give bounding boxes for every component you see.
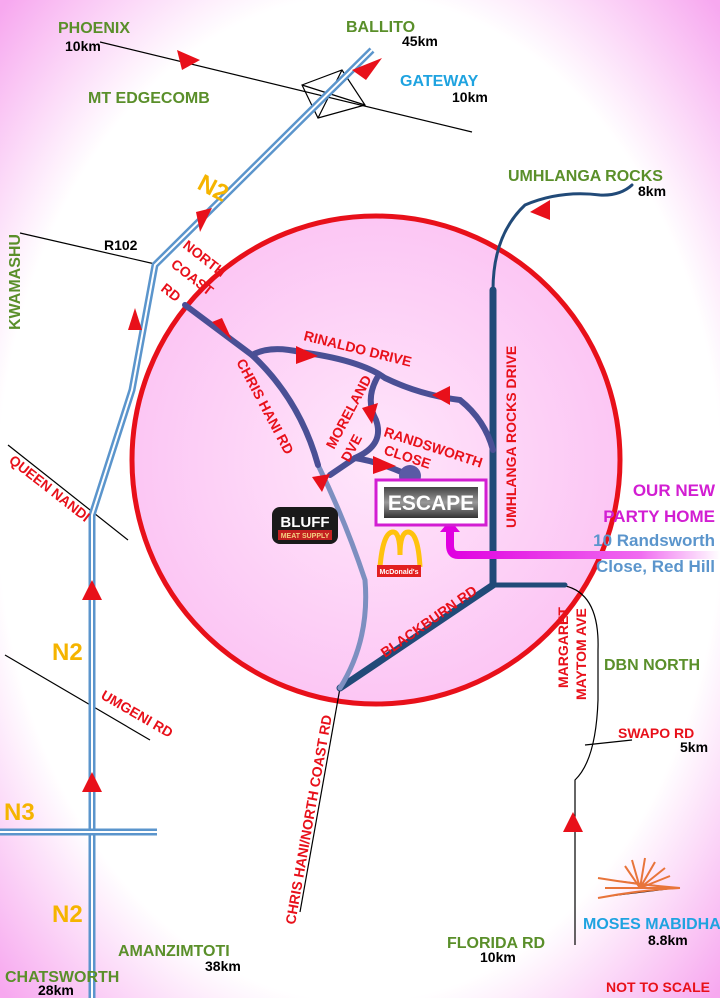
bluff-meat-supply-logo: BLUFF MEAT SUPPLY	[272, 507, 338, 544]
label-dbn-north: DBN NORTH	[604, 657, 700, 674]
arrow-icon	[352, 58, 382, 80]
label-umhlanga-rocks-drive: UMHLANGA ROCKS DRIVE	[503, 346, 519, 528]
arrow-icon	[196, 208, 212, 232]
rinaldo-drive	[182, 302, 496, 453]
label-moses-mabidha: MOSES MABIDHA	[583, 916, 720, 933]
label-n2-mid: N2	[52, 639, 83, 666]
label-phoenix: PHOENIX	[58, 20, 130, 37]
umgeni-road	[4, 654, 151, 741]
escape-logo-text: ESCAPE	[388, 492, 474, 515]
label-umhlanga-rocks: UMHLANGA ROCKS	[508, 168, 663, 185]
label-margaret: MARGARET	[555, 607, 571, 688]
mcdonalds-logo: McDonald's	[377, 529, 423, 577]
moreland-drive	[327, 375, 382, 478]
svg-text:BLUFF: BLUFF	[280, 514, 329, 531]
label-r102: R102	[104, 237, 138, 253]
svg-text:McDonald's: McDonald's	[379, 569, 418, 576]
label-address-1: 10 Randsworth	[593, 531, 715, 550]
arrow-icon	[212, 318, 232, 340]
label-moses-km: 8.8km	[648, 932, 688, 948]
label-umhlanga-km: 8km	[638, 183, 666, 199]
arrow-icon	[128, 308, 142, 330]
arrow-icon	[530, 200, 550, 220]
label-address-2: Close, Red Hill	[596, 557, 715, 576]
phoenix-road	[99, 41, 473, 133]
label-party-home: PARTY HOME	[603, 507, 715, 526]
label-ballito: BALLITO	[346, 19, 415, 36]
label-chatsworth-km: 28km	[38, 982, 74, 998]
arrow-icon	[82, 772, 102, 792]
arrow-icon	[563, 812, 583, 832]
label-florida-km: 10km	[480, 949, 516, 965]
label-n3: N3	[4, 799, 35, 826]
label-mt-edgecomb: MT EDGECOMB	[88, 90, 210, 107]
moses-mabidha-stadium-icon	[597, 857, 681, 899]
not-to-scale-note: NOT TO SCALE	[606, 979, 710, 995]
label-kwamashu: KWAMASHU	[7, 234, 24, 330]
label-florida-rd: FLORIDA RD	[447, 935, 545, 952]
label-ballito-km: 45km	[402, 33, 438, 49]
queen-nandi-road	[7, 444, 129, 541]
direction-arrows	[82, 50, 583, 832]
label-amanzimtoti-km: 38km	[205, 958, 241, 974]
venue-pointer	[446, 530, 720, 559]
arrow-icon	[177, 50, 200, 70]
arrow-icon	[362, 403, 378, 424]
swapo-road	[584, 739, 633, 746]
arrow-icon	[296, 346, 318, 364]
label-our-new: OUR NEW	[633, 481, 716, 500]
label-maytom-ave: MAYTOM AVE	[573, 608, 589, 700]
arrow-icon	[82, 580, 102, 600]
chris-hani-north-coast-road	[299, 687, 341, 913]
label-amanzimtoti: AMANZIMTOTI	[118, 943, 230, 960]
label-swapo-km: 5km	[680, 739, 708, 755]
label-gateway-km: 10km	[452, 89, 488, 105]
label-phoenix-km: 10km	[65, 38, 101, 54]
arrow-icon	[373, 456, 396, 474]
label-gateway: GATEWAY	[400, 73, 479, 90]
label-chatsworth: CHATSWORTH	[5, 969, 119, 986]
label-n2-bottom: N2	[52, 901, 83, 928]
r102-road	[19, 232, 156, 265]
label-swapo-rd: SWAPO RD	[618, 725, 694, 741]
arrow-icon	[312, 474, 330, 492]
escape-logo[interactable]: ESCAPE	[374, 478, 488, 527]
margaret-maytom-road	[559, 584, 599, 945]
arrow-icon	[432, 386, 450, 405]
svg-text:MEAT SUPPLY: MEAT SUPPLY	[281, 533, 330, 540]
